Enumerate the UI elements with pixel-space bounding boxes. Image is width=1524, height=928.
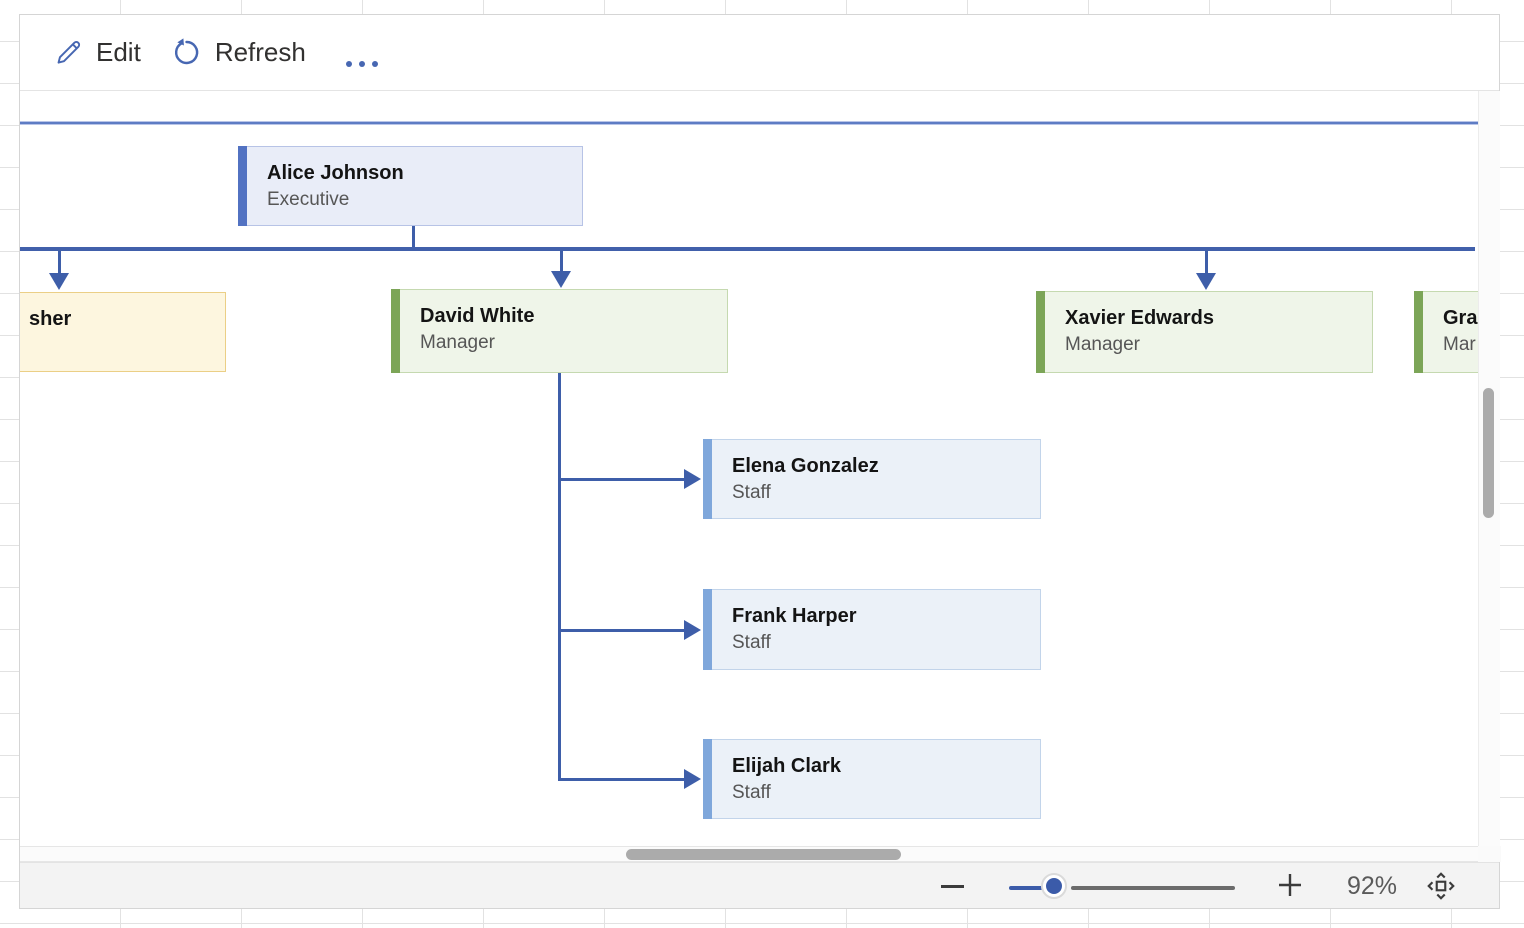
node-title: Executive [267, 189, 350, 210]
zoom-status-bar: 92% [20, 862, 1499, 908]
scrollbar-corner [1478, 846, 1501, 862]
arrow-down-icon [1196, 273, 1216, 290]
connector-line [558, 629, 686, 632]
arrow-right-icon [684, 620, 701, 640]
edit-button[interactable]: Edit [53, 37, 141, 68]
addin-toolbar: Edit Refresh [20, 15, 1499, 91]
horizontal-scrollbar-thumb[interactable] [626, 849, 901, 860]
arrow-down-icon [551, 271, 571, 288]
diagram-canvas[interactable]: Alice Johnson Executive sher David White… [20, 91, 1478, 846]
vertical-scrollbar-thumb[interactable] [1483, 388, 1494, 518]
zoom-percentage-label: 92% [1346, 871, 1398, 900]
org-node-elijah-clark[interactable]: Elijah Clark Staff [703, 739, 1041, 819]
node-title: Manager [1065, 334, 1140, 355]
refresh-label: Refresh [214, 37, 306, 67]
ellipsis-icon [345, 60, 378, 67]
org-chart-addin-card: Edit Refresh [19, 14, 1501, 909]
fit-to-window-button[interactable] [1418, 863, 1464, 909]
node-name: Elijah Clark [732, 755, 841, 777]
node-title: Staff [732, 482, 771, 503]
zoom-slider-filled-track [1009, 886, 1046, 890]
node-title: Staff [732, 782, 771, 803]
edit-label: Edit [96, 37, 141, 67]
connector-line [412, 226, 415, 248]
pencil-icon [57, 41, 81, 64]
node-name: David White [420, 305, 535, 327]
org-node-xavier-edwards[interactable]: Xavier Edwards Manager [1036, 291, 1373, 373]
refresh-icon [174, 38, 199, 65]
org-node-david-white[interactable]: David White Manager [391, 289, 728, 373]
node-title: Manager [420, 332, 495, 353]
org-node-clipped-left[interactable]: sher [20, 292, 226, 372]
node-accent-bar [1036, 291, 1045, 373]
zoom-in-button[interactable] [1267, 863, 1313, 909]
node-accent-bar [238, 146, 247, 226]
plus-icon [1279, 873, 1301, 896]
node-accent-bar [391, 289, 400, 373]
node-name: Alice Johnson [267, 162, 404, 184]
org-node-frank-harper[interactable]: Frank Harper Staff [703, 589, 1041, 670]
org-node-clipped-right[interactable]: Gra Mar [1414, 291, 1478, 373]
connector-bus-line [20, 247, 1475, 251]
refresh-button[interactable]: Refresh [171, 37, 306, 68]
node-accent-bar [703, 439, 712, 519]
arrow-right-icon [684, 769, 701, 789]
node-name: Elena Gonzalez [732, 455, 879, 477]
arrow-right-icon [684, 469, 701, 489]
minus-icon [940, 884, 964, 888]
org-node-alice-johnson[interactable]: Alice Johnson Executive [238, 146, 583, 226]
node-name: Frank Harper [732, 605, 857, 627]
fit-to-window-icon [1427, 872, 1455, 900]
connector-line [1205, 251, 1208, 274]
connector-line [558, 478, 686, 481]
node-name: sher [29, 308, 72, 330]
node-accent-bar [703, 589, 712, 670]
node-accent-bar [1414, 291, 1423, 373]
zoom-slider-thumb[interactable] [1041, 873, 1067, 899]
node-accent-bar [703, 739, 712, 819]
node-name: Gra [1443, 307, 1478, 329]
zoom-out-button[interactable] [930, 863, 974, 909]
zoom-slider-track [1071, 886, 1235, 890]
node-title: Staff [732, 632, 771, 653]
more-options-button[interactable] [345, 33, 378, 73]
node-title: Mar [1443, 334, 1476, 355]
connector-line [58, 251, 61, 274]
vertical-scrollbar[interactable] [1478, 91, 1500, 846]
zoom-slider[interactable] [1009, 863, 1235, 909]
node-name: Xavier Edwards [1065, 307, 1214, 329]
horizontal-scrollbar[interactable] [20, 846, 1478, 862]
page-edge-line [20, 121, 1478, 125]
connector-line [558, 778, 686, 781]
org-node-elena-gonzalez[interactable]: Elena Gonzalez Staff [703, 439, 1041, 519]
arrow-down-icon [49, 273, 69, 290]
connector-line [560, 251, 563, 272]
connector-line [558, 373, 561, 781]
